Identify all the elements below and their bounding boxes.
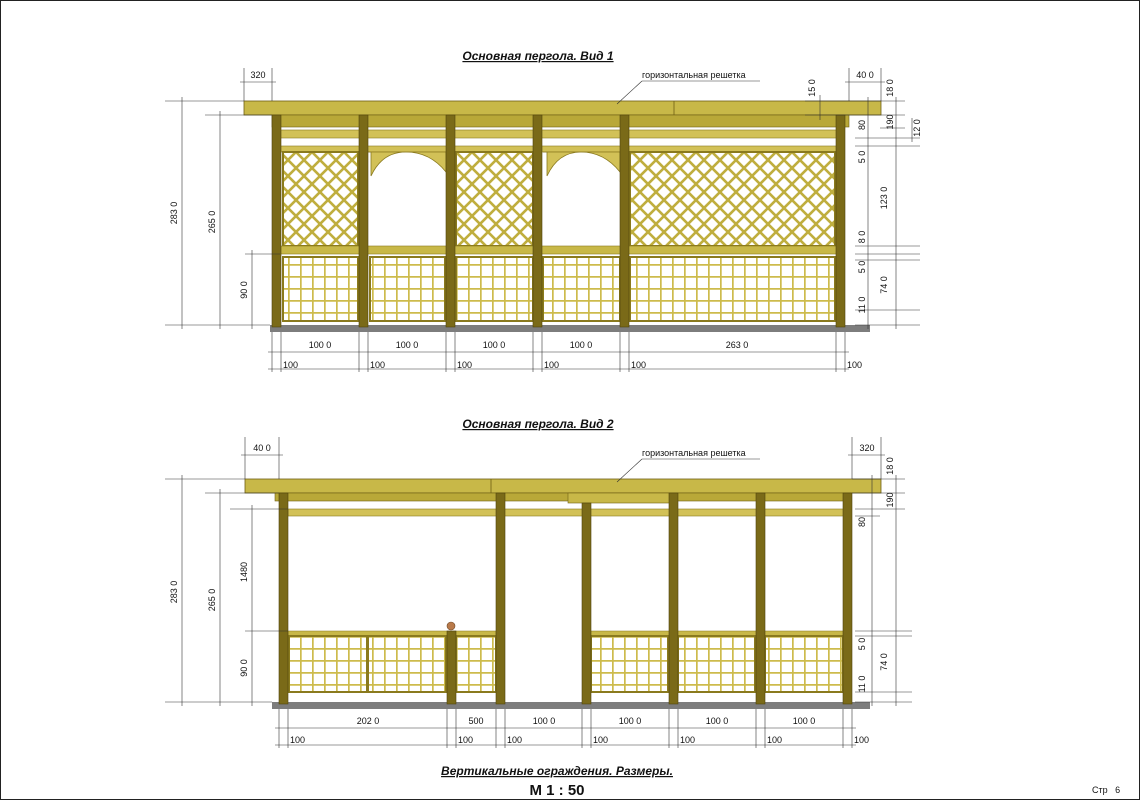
arch [367, 151, 447, 177]
dim-bottom-span: 500 [468, 716, 483, 726]
dim-right: 12 0 [912, 119, 922, 137]
ground-line [270, 325, 870, 332]
dim-post: 100 [680, 735, 695, 745]
dim-left-rail: 90 0 [239, 659, 249, 677]
grid-lattice [369, 256, 446, 322]
grid-lattice [455, 256, 534, 322]
dim-post: 100 [631, 360, 646, 370]
dim-right: 11 0 [857, 297, 867, 314]
grid-lattice [542, 256, 621, 322]
dim-right: 190 [885, 492, 895, 507]
dim-right: 190 [885, 114, 895, 129]
diagonal-lattice [629, 151, 836, 247]
dim-right: 74 0 [879, 276, 889, 294]
dim-post: 100 [544, 360, 559, 370]
dim-right: 11 0 [857, 676, 867, 693]
dim-left-post: 265 0 [207, 211, 217, 234]
dim-right: 18 0 [885, 457, 895, 475]
dim-post: 100 [457, 360, 472, 370]
diagonal-lattice [282, 151, 359, 247]
grid-lattice [677, 635, 756, 693]
dim-top-left: 40 0 [253, 443, 271, 453]
dim-bottom-span: 100 0 [706, 716, 729, 726]
ground-line [272, 702, 870, 709]
grid-lattice [455, 635, 497, 693]
view1-title: Основная пергола. Вид 1 [462, 49, 613, 63]
dim-right: 80 [857, 517, 867, 527]
dim-post: 100 [847, 360, 862, 370]
top-beam [271, 114, 850, 128]
view-2: Основная пергола. Вид 2 горизонтальная [165, 417, 912, 748]
dim-bottom-span: 100 0 [309, 340, 332, 350]
dim-post: 100 [283, 360, 298, 370]
lattice-label: горизонтальная решетка [642, 70, 746, 80]
dim-bottom-span: 100 0 [793, 716, 816, 726]
dim-post: 100 [290, 735, 305, 745]
lattice-label: горизонтальная решетка [642, 448, 746, 458]
grid-lattice [590, 635, 669, 693]
dim-bottom-span: 100 0 [483, 340, 506, 350]
grid-lattice [629, 256, 836, 322]
gate-post [446, 630, 457, 705]
dim-right: 74 0 [879, 653, 889, 671]
dim-right: 5 0 [857, 638, 867, 651]
dim-bottom-span: 263 0 [726, 340, 749, 350]
dim-right: 123 0 [879, 187, 889, 210]
dim-post: 100 [458, 735, 473, 745]
posts [271, 114, 846, 328]
dim-bottom-span: 202 0 [357, 716, 380, 726]
dim-right: 5 0 [857, 261, 867, 274]
roof-beam [244, 478, 882, 494]
dim-right: 5 0 [857, 151, 867, 164]
dim-post: 100 [507, 735, 522, 745]
caption: Вертикальные ограждения. Размеры. [441, 764, 673, 778]
dim-right: 8 0 [857, 231, 867, 244]
grid-lattice [367, 635, 447, 693]
dim-bottom-span: 100 0 [570, 340, 593, 350]
beam-block [567, 492, 677, 504]
page-number: Стр 6 [1092, 785, 1120, 795]
dim-bottom-span: 100 0 [619, 716, 642, 726]
dim-post: 100 [370, 360, 385, 370]
dim-post: 100 [854, 735, 869, 745]
dim-right: 15 0 [807, 79, 817, 97]
roof-beam [243, 100, 882, 116]
post-finial [446, 621, 456, 631]
view-1: Основная пергола. Вид 1 [165, 49, 922, 372]
dim-top-right: 320 [859, 443, 874, 453]
dim-left-total: 283 0 [169, 202, 179, 225]
dim-right: 80 [857, 120, 867, 130]
grid-lattice [282, 256, 359, 322]
posts [278, 492, 853, 705]
grid-lattice [764, 635, 844, 693]
dim-top-right: 40 0 [856, 70, 874, 80]
dim-top-left: 320 [250, 70, 265, 80]
arch [543, 151, 621, 177]
dim-left-total: 283 0 [169, 581, 179, 604]
diagonal-lattice [455, 151, 534, 247]
dim-post: 100 [767, 735, 782, 745]
dim-bottom-span: 100 0 [396, 340, 419, 350]
dim-post: 100 [593, 735, 608, 745]
dim-left-rail: 90 0 [239, 281, 249, 299]
dim-bottom-span: 100 0 [533, 716, 556, 726]
dim-left-opening: 1480 [239, 562, 249, 582]
dim-right: 18 0 [885, 79, 895, 97]
dim-left-post: 265 0 [207, 589, 217, 612]
scale-label: М 1 : 50 [529, 782, 584, 799]
view2-title: Основная пергола. Вид 2 [462, 417, 613, 431]
grid-lattice [288, 635, 368, 693]
